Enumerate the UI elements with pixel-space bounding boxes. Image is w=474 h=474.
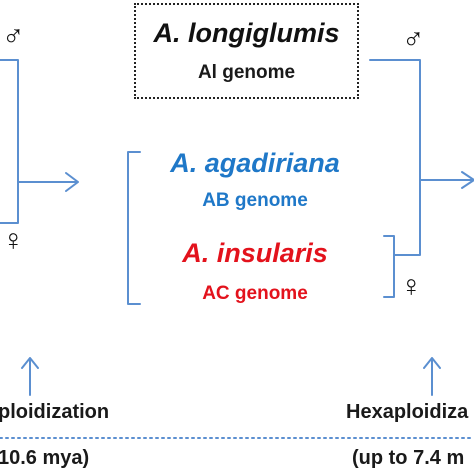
ac-bracket [383, 235, 395, 298]
male-symbol-icon: ♂ [2, 20, 25, 53]
left-bracket [0, 59, 19, 224]
male-symbol-icon: ♂ [402, 23, 425, 56]
left-up-arrow [21, 357, 39, 396]
agadiriana-genome: AB genome [202, 190, 308, 211]
female-symbol-icon: ♀ [2, 224, 25, 257]
right-connector [369, 59, 421, 256]
insularis-genome: AC genome [202, 283, 308, 304]
left-arrow [17, 172, 79, 192]
right-arrow [419, 171, 474, 189]
longiglumis-genome: Al genome [197, 62, 296, 83]
right-date-label: (up to 7.4 m [352, 447, 465, 469]
longiglumis-name: A. longiglumis [153, 18, 340, 48]
female-symbol-icon: ♀ [400, 270, 423, 303]
middle-bracket [127, 151, 141, 305]
right-event-label: Hexaploidiza [346, 401, 469, 423]
longiglumis-box [134, 3, 359, 99]
left-date-label: 10.6 mya) [0, 447, 90, 469]
right-up-arrow [423, 357, 441, 396]
agadiriana-name: A. agadiriana [170, 148, 340, 178]
insularis-name: A. insularis [182, 238, 328, 268]
left-event-label: ploidization [0, 401, 110, 423]
